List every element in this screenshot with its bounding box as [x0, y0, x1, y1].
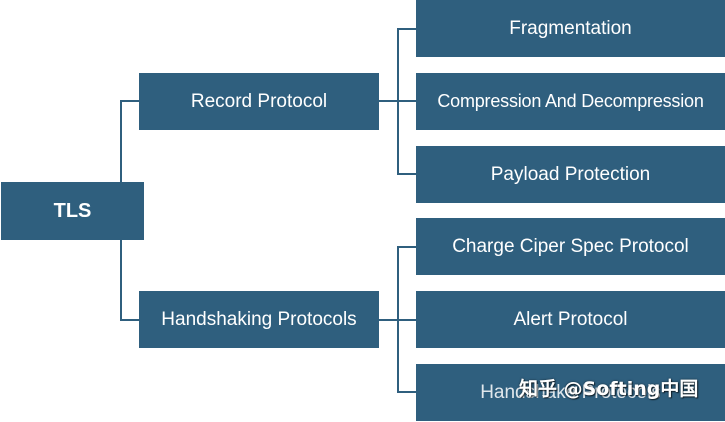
node-alert-protocol: Alert Protocol — [416, 291, 725, 348]
node-fragmentation: Fragmentation — [416, 0, 725, 57]
watermark: 知乎 @Softing中国 — [519, 378, 699, 400]
connector-root-record — [120, 100, 139, 182]
connector-handshaking-bracket — [397, 246, 416, 393]
node-record-protocol: Record Protocol — [139, 73, 379, 130]
node-compression-decompression: Compression And Decompression — [416, 73, 725, 130]
node-root: TLS — [1, 182, 144, 240]
node-charge-ciper-spec-protocol: Charge Ciper Spec Protocol — [416, 218, 725, 275]
connector-record-bracket — [397, 28, 416, 175]
connector-root-handshaking — [120, 240, 139, 321]
node-payload-protection: Payload Protection — [416, 146, 725, 203]
node-handshaking-protocols: Handshaking Protocols — [139, 291, 379, 348]
node-handshake-protocols — [416, 364, 725, 421]
node-handshake-protocols-label: Handshake Protocols — [480, 381, 661, 403]
